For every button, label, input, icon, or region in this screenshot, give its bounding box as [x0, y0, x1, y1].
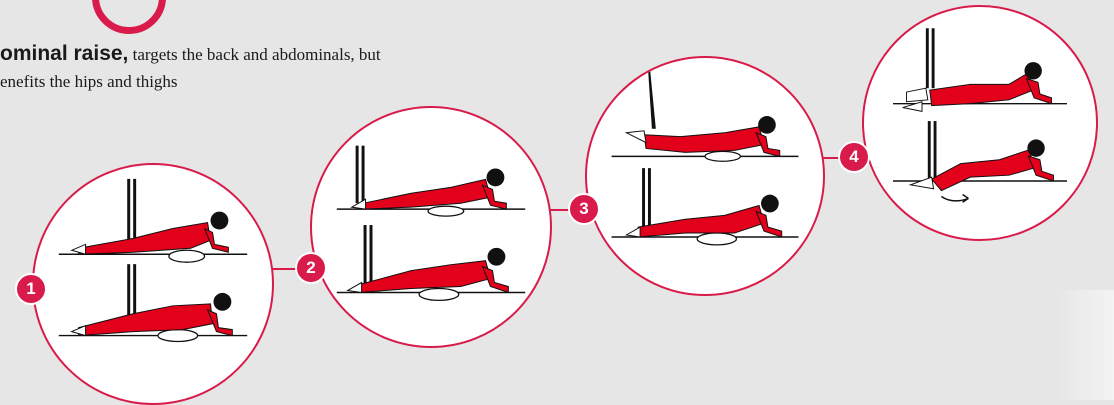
- page-edge-highlight: [1054, 290, 1114, 400]
- figure-1b: [59, 264, 247, 341]
- step-1-illustration: [32, 163, 274, 405]
- step-4-badge: 4: [838, 141, 870, 173]
- caption-description: targets the back and abdominals, but: [128, 45, 380, 64]
- figure-3b: [612, 168, 799, 245]
- figure-4b: [893, 121, 1067, 202]
- caption-line-2: enefits the hips and thighs: [0, 68, 540, 95]
- figure-1a: [59, 179, 247, 262]
- step-2-badge: 2: [295, 252, 327, 284]
- caption-line-1: ominal raise, targets the back and abdom…: [0, 40, 540, 68]
- exercise-name: ominal raise,: [0, 42, 128, 65]
- step-2-drawing: [312, 108, 550, 346]
- figure-2b: [337, 225, 525, 300]
- step-3-drawing: [587, 58, 823, 294]
- step-2-illustration: [310, 106, 552, 348]
- step-4-drawing: [864, 7, 1096, 239]
- step-3-illustration: [585, 56, 825, 296]
- figure-4a: [893, 28, 1067, 111]
- decorative-arc: [92, 0, 166, 34]
- exercise-caption: ominal raise, targets the back and abdom…: [0, 40, 540, 95]
- step-4-illustration: [862, 5, 1098, 241]
- figure-3a: [612, 68, 799, 161]
- step-1-badge: 1: [15, 273, 47, 305]
- step-1-drawing: [34, 165, 272, 403]
- step-3-badge: 3: [568, 193, 600, 225]
- figure-2a: [337, 146, 525, 216]
